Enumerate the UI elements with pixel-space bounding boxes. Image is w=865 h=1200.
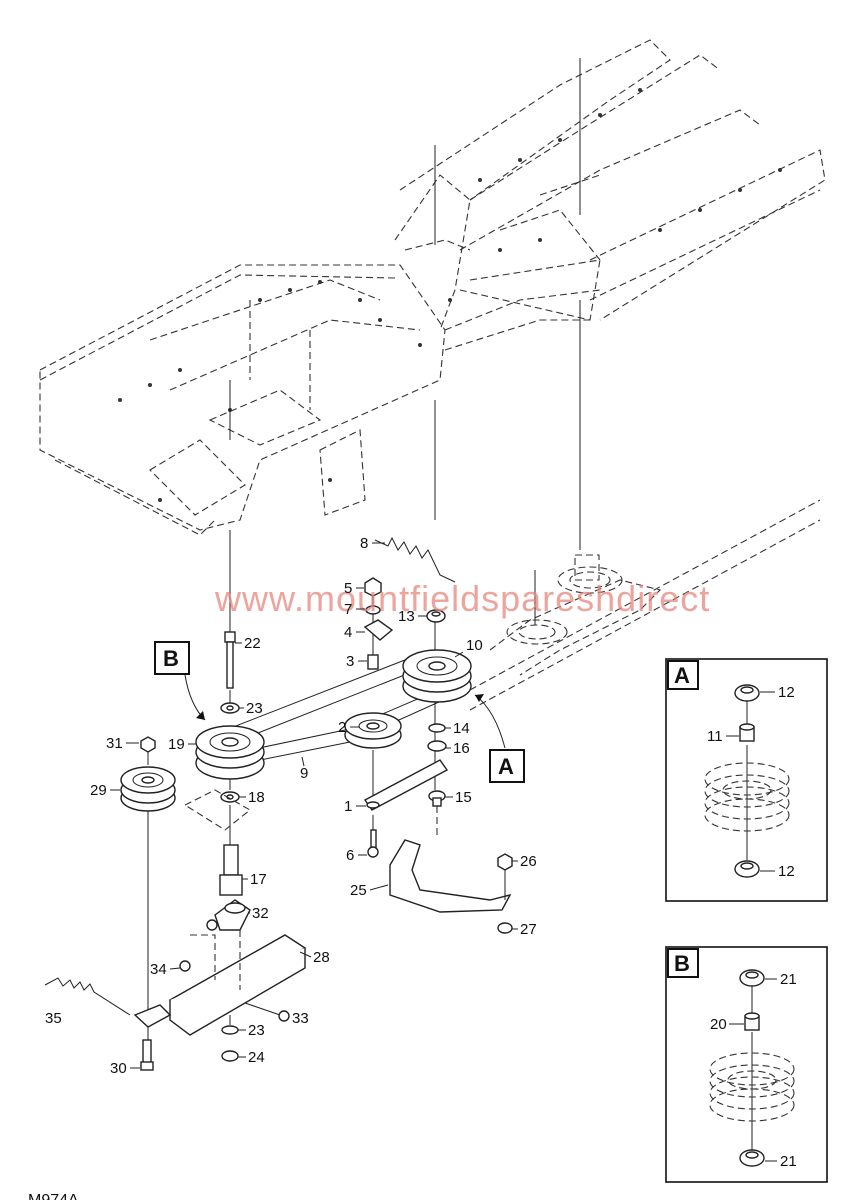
callout-23-upper: 23: [246, 700, 263, 717]
callout-4: 4: [344, 624, 352, 641]
callout-10: 10: [466, 637, 483, 654]
callout-32: 32: [252, 905, 269, 922]
svg-text:B: B: [163, 646, 179, 671]
detail-view-a: A 12 11 12: [665, 658, 828, 902]
leader-lines: [147, 58, 581, 1040]
callout-17: 17: [250, 871, 267, 888]
view-letter-a-main: A: [474, 694, 525, 783]
callout-6: 6: [346, 847, 354, 864]
pulley-19: [195, 725, 265, 780]
watermark-text: www.mountfieldspareshdirect: [214, 578, 710, 619]
callout-14: 14: [453, 720, 470, 737]
detail-a-label-12-top: 12: [778, 684, 795, 701]
detail-b-label-20: 20: [710, 1016, 727, 1033]
callout-22: 22: [244, 635, 261, 652]
callout-1: 1: [344, 798, 352, 815]
view-letter-b-main: B: [154, 641, 206, 721]
callout-2: 2: [338, 719, 346, 736]
svg-text:A: A: [498, 754, 514, 779]
pulley-29: [120, 766, 176, 812]
pulley-10: [402, 649, 472, 703]
callout-8: 8: [360, 535, 368, 552]
detail-b-label-21-bottom: 21: [780, 1153, 797, 1170]
chassis-frame: [39, 39, 826, 711]
callout-31: 31: [106, 735, 123, 752]
detail-a-label-12-bottom: 12: [778, 863, 795, 880]
callout-33: 33: [292, 1010, 309, 1027]
drawing-code: M974A: [28, 1192, 79, 1200]
pulley-2: [344, 712, 402, 749]
hardware: [44, 536, 513, 1071]
callout-labels: 8 5 7 4 3 2 1 6 13 10 14 16 15 9 22 23 1…: [45, 535, 537, 1077]
detail-a-label-11: 11: [707, 728, 723, 745]
detail-b-letter: B: [674, 951, 690, 976]
callout-18: 18: [248, 789, 265, 806]
detail-a-letter: A: [674, 663, 690, 688]
callout-23-lower: 23: [248, 1022, 265, 1039]
callout-28: 28: [313, 949, 330, 966]
callout-7: 7: [344, 601, 352, 618]
detail-view-b: B 21 20 21: [665, 946, 828, 1183]
detail-b-label-21-top: 21: [780, 971, 797, 988]
callout-16: 16: [453, 740, 470, 757]
callout-26: 26: [520, 853, 537, 870]
callout-15: 15: [455, 789, 472, 806]
callout-34: 34: [150, 961, 167, 978]
callout-24: 24: [248, 1049, 265, 1066]
callout-29: 29: [90, 782, 107, 799]
callout-9: 9: [300, 765, 308, 782]
callout-25: 25: [350, 882, 367, 899]
callout-27: 27: [520, 921, 537, 938]
callout-13: 13: [398, 608, 415, 625]
callout-5: 5: [344, 580, 352, 597]
callout-19: 19: [168, 736, 185, 753]
callout-3: 3: [346, 653, 354, 670]
callout-30: 30: [110, 1060, 127, 1077]
callout-35: 35: [45, 1010, 62, 1027]
